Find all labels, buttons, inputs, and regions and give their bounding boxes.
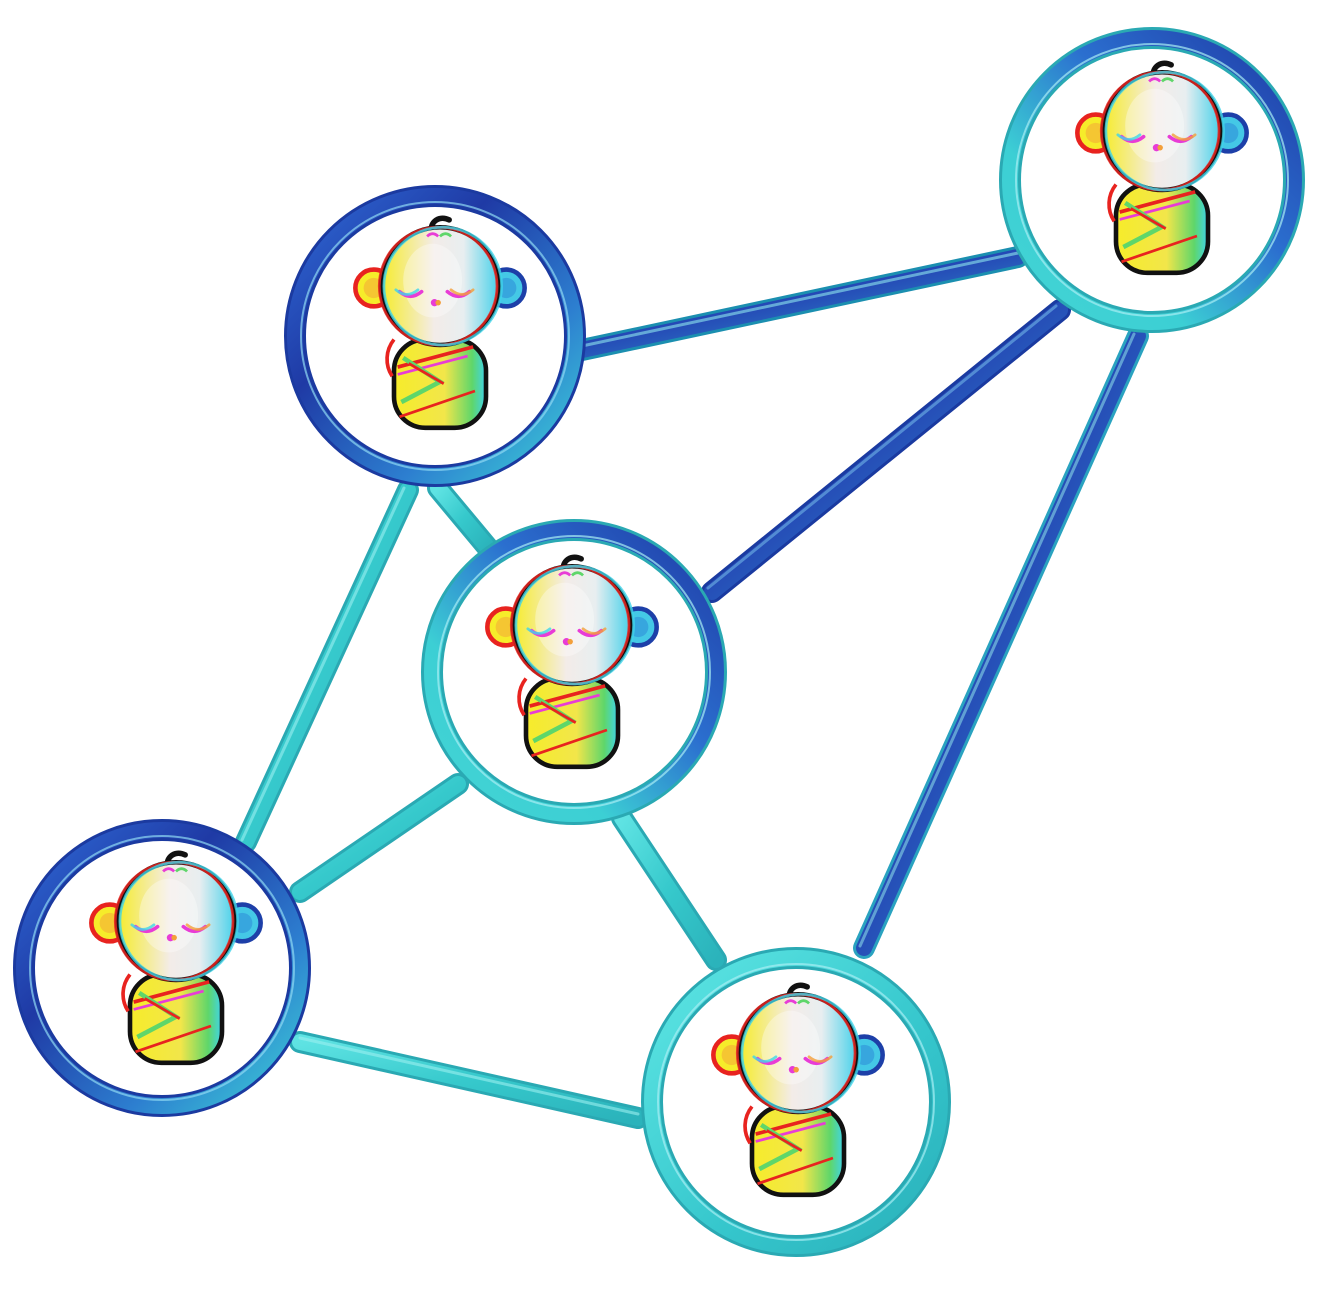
node-top-right (999, 27, 1305, 333)
edge-top-right-center (701, 299, 1071, 603)
node-bottom-right (641, 947, 951, 1257)
edge-top-right-bottom-right (853, 325, 1149, 959)
node-bottom-left (13, 819, 311, 1117)
edge-center-bottom-left (289, 773, 469, 903)
edge-bottom-left-bottom-right (289, 1031, 649, 1129)
node-top-left (284, 185, 586, 487)
nodes (13, 27, 1305, 1257)
edges (235, 246, 1149, 1129)
edge-center-bottom-right (611, 807, 727, 971)
edge-top-left-center (427, 477, 499, 559)
edge-top-left-bottom-left (235, 479, 419, 853)
node-center (421, 519, 727, 825)
edge-top-left-top-right (571, 246, 1029, 361)
